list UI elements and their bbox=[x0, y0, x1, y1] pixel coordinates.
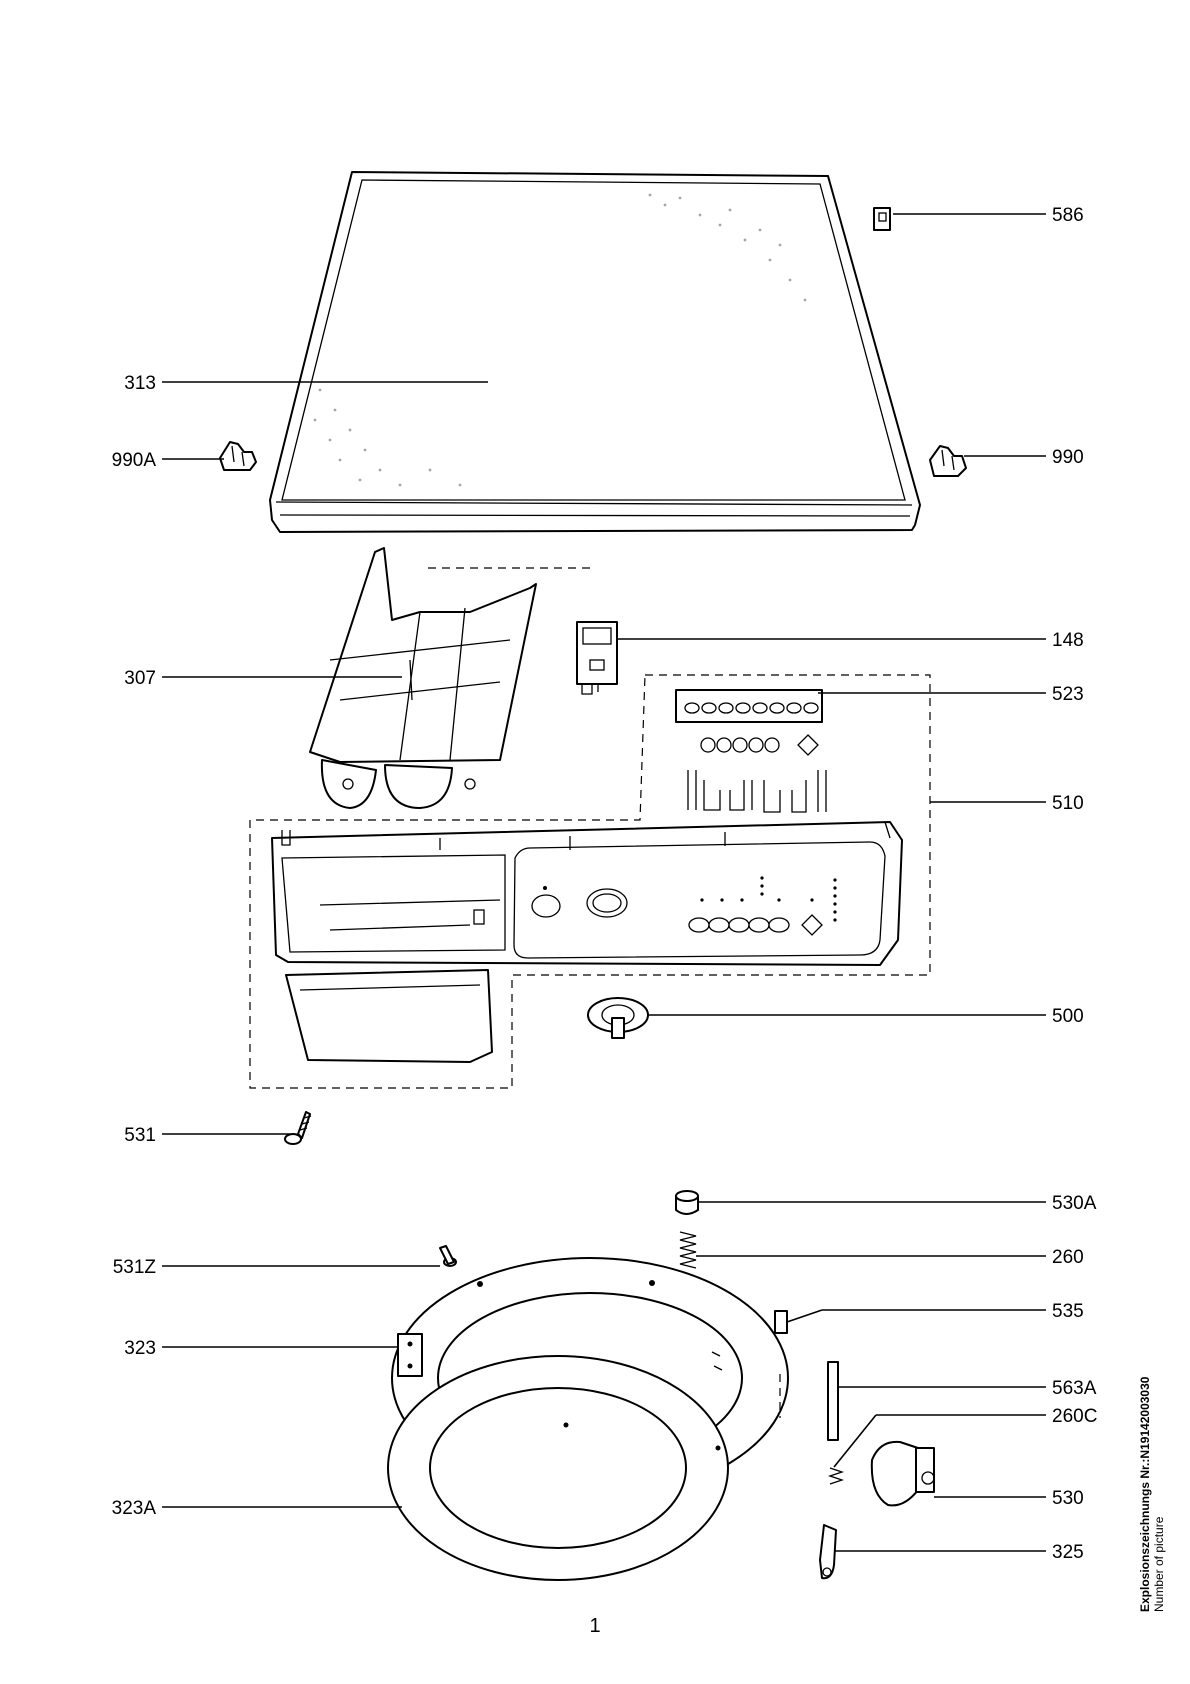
callout-325: 325 bbox=[1052, 1542, 1084, 1563]
callout-990A: 990A bbox=[112, 450, 157, 471]
callout-990: 990 bbox=[1052, 447, 1084, 468]
callout-148: 148 bbox=[1052, 630, 1084, 651]
callout-563A: 563A bbox=[1052, 1378, 1097, 1399]
drawing-number-caption: Explosionszeichnungs Nr.:N1914200303​0 N… bbox=[1138, 1252, 1166, 1612]
part-990A-hinge bbox=[219, 441, 257, 471]
part-148-switch bbox=[576, 621, 618, 695]
part-307-detergent-drawer bbox=[309, 547, 592, 809]
part-325-latch bbox=[819, 1524, 837, 1580]
callout-323A: 323A bbox=[112, 1498, 157, 1519]
part-500-knob bbox=[587, 997, 649, 1039]
part-530-door-handle bbox=[870, 1440, 935, 1507]
part-510-drawer-front bbox=[285, 969, 493, 1063]
part-563A-rod bbox=[827, 1361, 839, 1441]
callout-530: 530 bbox=[1052, 1488, 1084, 1509]
part-323A-inner-ring bbox=[387, 1355, 729, 1581]
callout-523: 523 bbox=[1052, 684, 1084, 705]
page-number: 1 bbox=[589, 1615, 601, 1637]
callout-323: 323 bbox=[124, 1338, 156, 1359]
callout-530A: 530A bbox=[1052, 1193, 1097, 1214]
callout-500: 500 bbox=[1052, 1006, 1084, 1027]
drawing-number-label: Number of picture bbox=[1152, 1516, 1166, 1612]
leader-lines bbox=[162, 213, 1046, 1552]
part-510-control-panel bbox=[271, 821, 903, 966]
part-531Z-screw bbox=[439, 1245, 457, 1267]
callout-260: 260 bbox=[1052, 1247, 1084, 1268]
callout-510: 510 bbox=[1052, 793, 1084, 814]
part-531-screw bbox=[284, 1111, 312, 1145]
part-586-clip bbox=[873, 207, 891, 231]
part-990-hinge bbox=[929, 445, 967, 477]
part-523-button-set bbox=[675, 689, 827, 813]
drawing-number-line: Explosionszeichnungs Nr.:N1914200303​0 bbox=[1138, 1376, 1152, 1612]
part-535-pin bbox=[774, 1310, 788, 1334]
kit-510-outline bbox=[249, 674, 931, 1089]
part-313-top-cover bbox=[269, 171, 921, 533]
callout-531Z: 531Z bbox=[113, 1257, 157, 1278]
callout-531: 531 bbox=[124, 1125, 156, 1146]
part-260-spring bbox=[679, 1231, 697, 1269]
callout-313: 313 bbox=[124, 373, 156, 394]
part-530A-sleeve bbox=[675, 1190, 699, 1215]
callout-260C: 260C bbox=[1052, 1406, 1097, 1427]
callout-307: 307 bbox=[124, 668, 156, 689]
part-260C-spring bbox=[827, 1467, 845, 1485]
callout-535: 535 bbox=[1052, 1301, 1084, 1322]
callout-586: 586 bbox=[1052, 205, 1084, 226]
